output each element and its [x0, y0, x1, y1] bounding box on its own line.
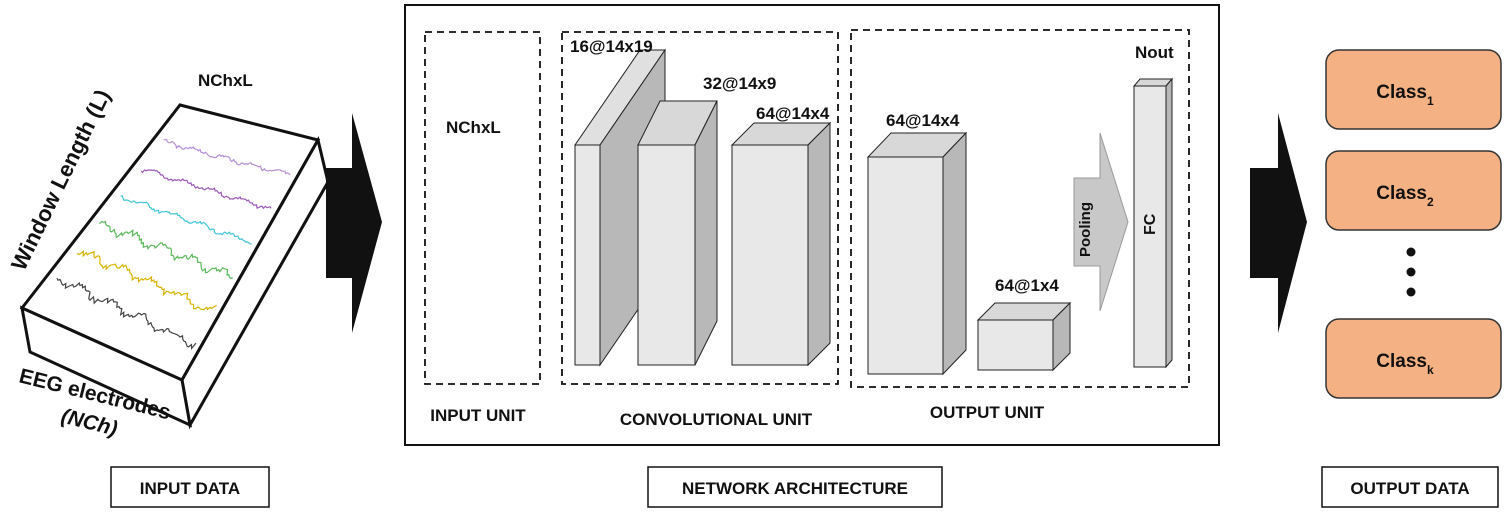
conv-block-1-label: 16@14x19 — [570, 37, 653, 56]
network-caption-box — [647, 466, 943, 508]
class-box-k — [1325, 318, 1502, 399]
input-to-network-arrow — [326, 113, 382, 333]
conv-block-3-label: 64@14x4 — [756, 104, 830, 123]
output-unit-box — [850, 29, 1190, 388]
input-nchxl-label: NChxL — [198, 71, 253, 90]
conv-unit-box — [561, 31, 839, 385]
class-label-2: Class2 — [1376, 183, 1434, 209]
output-unit-title: OUTPUT UNIT — [930, 403, 1045, 422]
input-data-caption-box — [110, 466, 270, 508]
eeg-signal-trace — [140, 169, 272, 210]
ellipsis-dot-3 — [1406, 287, 1416, 297]
output-block-b-label: 64@1x4 — [995, 276, 1059, 295]
network-caption: NETWORK ARCHITECTURE — [682, 479, 908, 498]
eeg-signal-trace — [56, 277, 197, 351]
input-data-section: NChxL Window Length (L) EEG electrodes (… — [6, 71, 382, 508]
fc-label: FC — [1142, 213, 1159, 235]
input-data-caption: INPUT DATA — [140, 479, 240, 498]
conv-block-3 — [730, 121, 832, 367]
output-data-caption-box — [1321, 466, 1499, 508]
class-label-k: Classk — [1376, 351, 1434, 377]
eeg-signal-traces — [56, 138, 291, 351]
output-data-section: Class1 Class2 Classk OUTPUT DATA — [1250, 49, 1502, 508]
input-unit-title: INPUT UNIT — [430, 406, 526, 425]
pooling-arrow — [1073, 132, 1129, 312]
output-block-a — [866, 131, 968, 376]
conv-unit-title: CONVOLUTIONAL UNIT — [620, 410, 813, 429]
output-data-caption: OUTPUT DATA — [1350, 479, 1469, 498]
class-box-1 — [1325, 49, 1502, 130]
eeg-slab-front — [20, 305, 192, 428]
fc-layer — [1132, 77, 1174, 369]
network-to-output-arrow — [1250, 113, 1307, 333]
class-box-2 — [1325, 150, 1502, 231]
input-unit-box — [424, 31, 541, 385]
ellipsis-dot-1 — [1406, 247, 1416, 257]
ellipsis-dot-2 — [1406, 267, 1416, 277]
input-unit-nchxl: NChxL — [446, 118, 501, 137]
output-block-b — [976, 301, 1072, 372]
class-label-1: Class1 — [1376, 82, 1434, 108]
eeg-signal-trace — [76, 249, 217, 311]
output-block-a-label: 64@14x4 — [886, 111, 960, 130]
network-architecture-section: NChxL INPUT UNIT 16@14x19 32@14x9 64@14x… — [404, 4, 1220, 508]
eeg-signal-trace — [163, 138, 291, 176]
eeg-signal-trace — [120, 195, 252, 245]
pooling-label: Pooling — [1077, 202, 1094, 257]
eeg-signal-trace — [99, 220, 234, 280]
nout-label: Nout — [1135, 43, 1174, 62]
conv-block-2-label: 32@14x9 — [703, 74, 776, 93]
conv-block-2 — [637, 100, 718, 366]
